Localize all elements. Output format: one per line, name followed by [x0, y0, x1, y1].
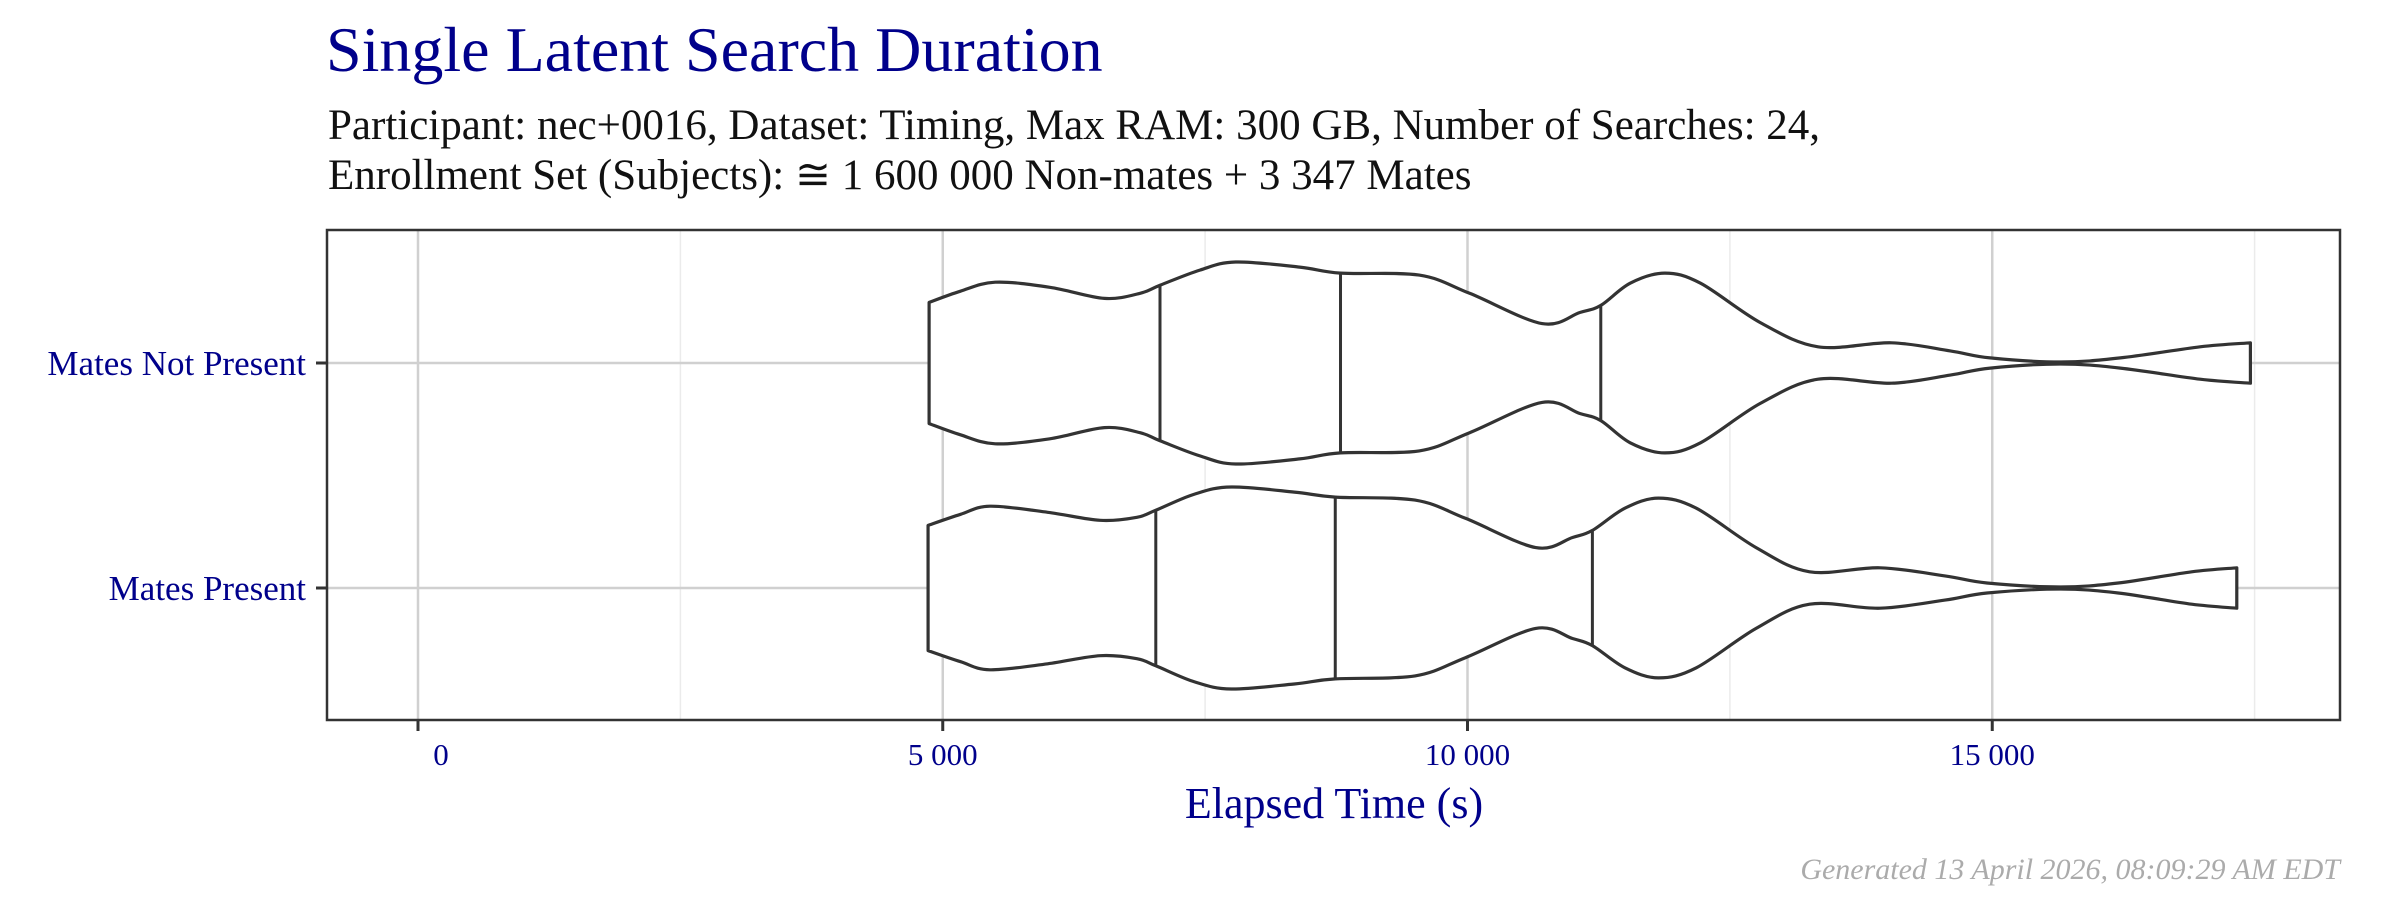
y-axis-label: Mates Not Present [47, 344, 306, 383]
y-axis-label: Mates Present [109, 569, 307, 608]
violins [926, 260, 2253, 691]
violin-outline [926, 485, 2239, 691]
x-tick-label: 0 [433, 737, 449, 772]
chart-title: Single Latent Search Duration [326, 14, 1103, 85]
violin-mates-present [926, 485, 2239, 691]
violin-outline [927, 260, 2253, 466]
violin-mates-not-present [927, 260, 2253, 466]
chart-subtitle-line1: Participant: nec+0016, Dataset: Timing, … [328, 102, 1821, 149]
plot-panel-border [325, 228, 2342, 722]
x-tick-label: 10 000 [1425, 737, 1510, 772]
chart-subtitle-line2: Enrollment Set (Subjects): ≅ 1 600 000 N… [328, 152, 1472, 199]
x-axis: 0 5 000 10 000 15 000 [416, 720, 2035, 772]
x-tick-label: 15 000 [1950, 737, 2035, 772]
x-axis-title: Elapsed Time (s) [1185, 779, 1483, 828]
generated-timestamp: Generated 13 April 2026, 08:09:29 AM EDT [1800, 853, 2340, 886]
x-tick-label: 5 000 [908, 737, 978, 772]
